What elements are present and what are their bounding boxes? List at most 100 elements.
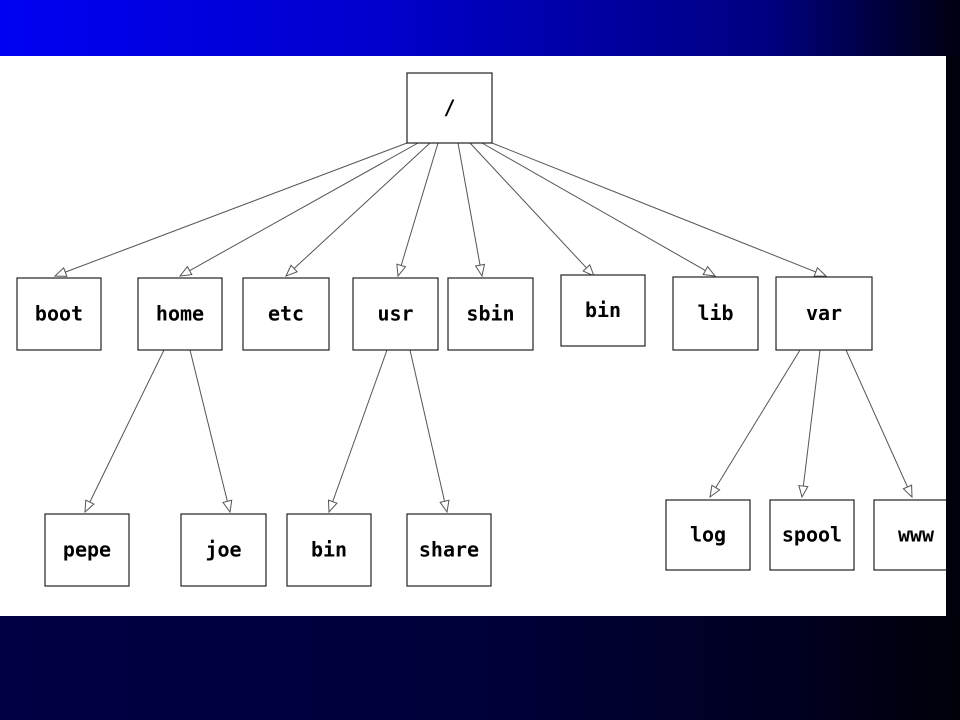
node-box	[560, 274, 646, 347]
node-label: lib	[697, 301, 733, 325]
arrowhead-icon	[813, 266, 828, 277]
edge-line	[332, 349, 388, 502]
node-label: share	[419, 538, 479, 562]
node-log: log	[665, 499, 751, 571]
node-box	[137, 277, 223, 351]
edge-line	[715, 349, 801, 488]
edge-to-www	[845, 349, 913, 499]
node-label: usr	[377, 302, 413, 326]
node-home: home	[137, 277, 223, 351]
edge-to-share	[409, 349, 450, 514]
node-spool: spool	[769, 499, 855, 571]
node-label: boot	[35, 302, 83, 326]
edge-line	[89, 349, 165, 503]
node-root: /	[406, 72, 493, 144]
tree-edges	[53, 142, 913, 514]
edge-to-var	[491, 142, 828, 277]
node-box	[16, 277, 102, 351]
node-label: var	[806, 301, 842, 325]
node-joe: joe	[180, 513, 267, 587]
node-box	[873, 499, 946, 571]
node-var: var	[775, 276, 873, 351]
node-box	[769, 499, 855, 571]
node-box	[242, 277, 330, 351]
edge-line	[409, 349, 446, 502]
arrowhead-icon	[53, 267, 68, 277]
title-band	[0, 0, 960, 56]
node-label: log	[690, 523, 726, 547]
node-label: bin	[311, 538, 347, 562]
arrowhead-icon	[84, 499, 95, 514]
edge-line	[469, 142, 587, 269]
edge-to-log	[709, 349, 801, 499]
edge-line	[65, 142, 408, 273]
node-label: /	[443, 96, 455, 120]
node-box	[447, 277, 534, 351]
node-box	[406, 513, 492, 587]
edge-to-usr-bin	[327, 349, 388, 514]
edge-to-bin	[469, 142, 595, 277]
edge-to-sbin	[457, 142, 486, 278]
diagram-canvas: / boot home pepe joe etc usr bin share sbin bin lib…	[0, 56, 946, 616]
node-label: joe	[205, 538, 241, 562]
node-label: www	[898, 523, 935, 547]
node-label: home	[156, 302, 204, 326]
node-label: spool	[782, 523, 842, 547]
node-label: pepe	[63, 538, 111, 562]
edge-to-etc	[285, 142, 431, 277]
arrowhead-icon	[474, 263, 486, 278]
node-box	[286, 513, 372, 587]
node-box	[665, 499, 751, 571]
node-boot: boot	[16, 277, 102, 351]
node-label: sbin	[466, 302, 514, 326]
node-box	[406, 72, 493, 144]
arrowhead-icon	[798, 484, 809, 499]
node-label: bin	[585, 298, 621, 322]
arrowhead-icon	[396, 263, 407, 278]
node-lib: lib	[672, 276, 759, 351]
directory-tree-diagram: / boot home pepe joe etc usr bin share sbin bin lib…	[16, 72, 946, 587]
edge-line	[481, 142, 706, 271]
arrowhead-icon	[327, 499, 338, 514]
node-box	[180, 513, 267, 587]
edge-to-lib	[481, 142, 717, 277]
arrowhead-icon	[285, 264, 299, 277]
node-pepe: pepe	[44, 513, 130, 587]
arrowhead-icon	[178, 265, 193, 277]
edge-to-spool	[798, 349, 821, 499]
tree-nodes: / boot home pepe joe etc usr bin share sbin bin lib…	[16, 72, 946, 587]
edge-line	[400, 142, 439, 266]
node-usr: usr	[352, 277, 439, 351]
node-bin: bin	[560, 274, 646, 347]
arrowhead-icon	[902, 484, 913, 499]
node-box	[775, 276, 873, 351]
edge-to-usr	[396, 142, 439, 278]
arrowhead-icon	[582, 264, 595, 277]
node-share: share	[406, 513, 492, 587]
node-usr-bin: bin	[286, 513, 372, 587]
node-box	[352, 277, 439, 351]
node-label: etc	[268, 302, 304, 326]
right-edge-band	[946, 56, 960, 616]
arrowhead-icon	[222, 499, 233, 514]
node-sbin: sbin	[447, 277, 534, 351]
edge-to-boot	[53, 142, 408, 277]
edge-line	[293, 142, 431, 269]
node-www: www	[873, 499, 946, 571]
arrowhead-icon	[702, 265, 717, 277]
node-etc: etc	[242, 277, 330, 351]
edge-to-pepe	[84, 349, 165, 514]
arrowhead-icon	[709, 484, 721, 499]
edge-line	[457, 142, 481, 266]
edge-line	[189, 142, 419, 272]
node-box	[672, 276, 759, 351]
edge-line	[802, 349, 821, 487]
edge-to-home	[178, 142, 419, 277]
edge-line	[189, 349, 228, 502]
footer-band	[0, 616, 960, 720]
node-box	[44, 513, 130, 587]
arrowhead-icon	[439, 499, 450, 514]
edge-to-joe	[189, 349, 233, 514]
edge-line	[845, 349, 908, 488]
